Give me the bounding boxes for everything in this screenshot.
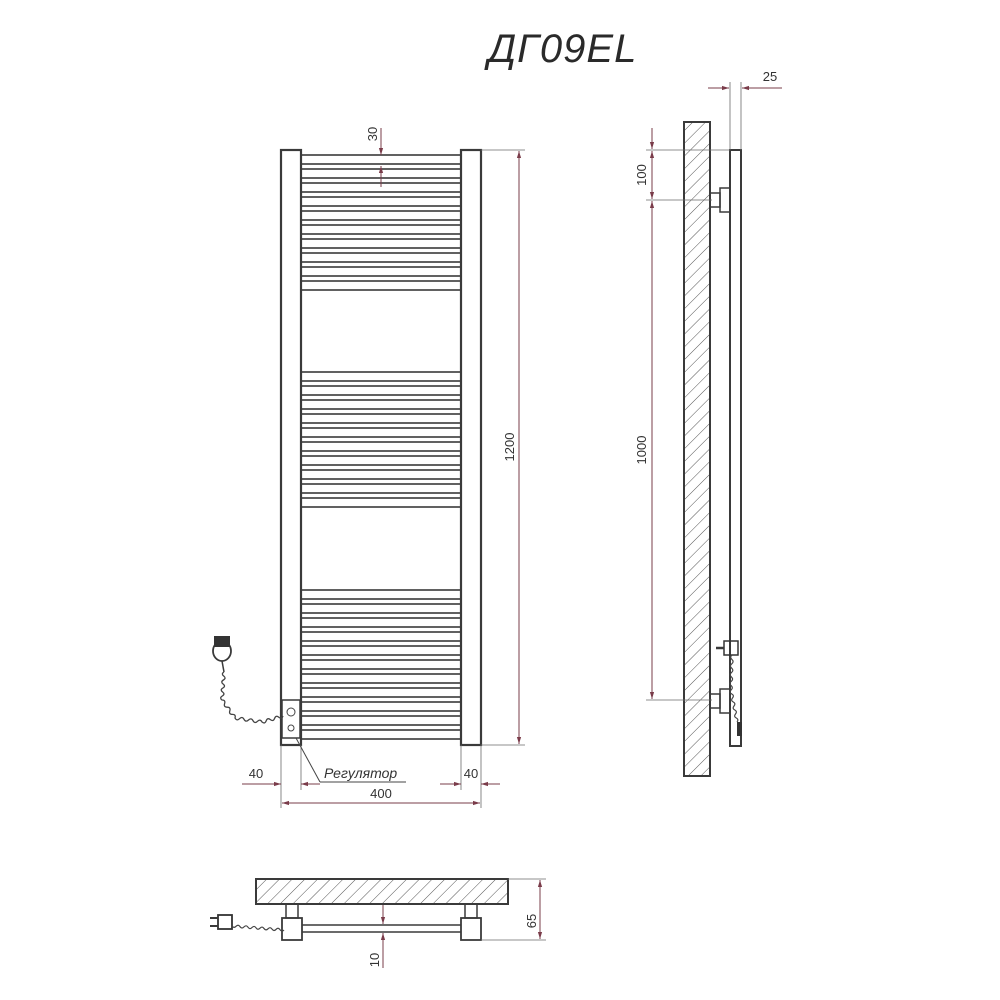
dim-right-offset-label: 40 [464, 766, 478, 781]
regulator-label: Регулятор [324, 765, 397, 781]
horizontal-bar [300, 589, 462, 600]
dim-height: 1200 [481, 149, 525, 746]
horizontal-bar [300, 687, 462, 698]
radiator-profile [729, 149, 742, 747]
horizontal-bar [300, 673, 462, 684]
horizontal-bar [300, 210, 462, 221]
horizontal-bar [300, 238, 462, 249]
front-view: 30 1200 40 40 400 [212, 127, 525, 808]
right-rail [459, 148, 483, 747]
dim-side-vertical: 100 1000 [634, 128, 730, 701]
regulator-callout: Регулятор [295, 737, 406, 783]
horizontal-bar [300, 154, 462, 165]
top-bracket [709, 187, 731, 213]
horizontal-bar [300, 399, 462, 410]
horizontal-bar [300, 196, 462, 207]
dim-top-depth-label: 65 [524, 914, 539, 928]
horizontal-bar [300, 659, 462, 670]
horizontal-bar [300, 603, 462, 614]
top-wall-section [255, 878, 509, 905]
wall-section [683, 121, 711, 777]
top-view: 65 10 [210, 878, 546, 968]
horizontal-bar [300, 469, 462, 480]
horizontal-bar [300, 252, 462, 263]
plug-icon [212, 636, 232, 673]
horizontal-bar [300, 631, 462, 642]
dim-clearance-label: 10 [367, 953, 382, 967]
dim-side-depth: 25 [708, 69, 782, 150]
dim-bar-spacing-label: 30 [365, 127, 380, 141]
horizontal-bar [300, 483, 462, 494]
coiled-cord [220, 671, 284, 724]
horizontal-bar [300, 617, 462, 628]
horizontal-bar [300, 729, 462, 740]
horizontal-bar [300, 266, 462, 277]
horizontal-bars [300, 154, 462, 740]
drawing-title: ДГ09EL [484, 27, 637, 71]
side-coiled-cord [729, 654, 739, 723]
dim-mount-spacing-label: 1000 [634, 436, 649, 465]
dim-height-label: 1200 [502, 433, 517, 462]
dim-top-offset-label: 100 [634, 164, 649, 186]
regulator-icon [281, 699, 301, 739]
left-rail [279, 148, 303, 747]
top-coiled-cord [231, 924, 285, 932]
top-plug-icon [210, 914, 233, 930]
horizontal-bar [300, 224, 462, 235]
horizontal-bar [300, 441, 462, 452]
side-plug-icon [716, 640, 742, 736]
horizontal-bar [300, 715, 462, 726]
horizontal-bar [300, 645, 462, 656]
top-left-bracket [281, 903, 303, 941]
dim-top-depth: 65 [481, 878, 546, 941]
horizontal-bar [300, 701, 462, 712]
horizontal-bar [300, 497, 462, 508]
dim-width-label: 400 [370, 786, 392, 801]
horizontal-bar [300, 385, 462, 396]
dim-bottom: 40 40 400 [242, 745, 500, 808]
horizontal-bar [300, 413, 462, 424]
horizontal-bar [300, 455, 462, 466]
side-view: 25 100 1000 [634, 69, 782, 777]
dim-side-depth-label: 25 [763, 69, 777, 84]
dim-bar-spacing: 30 [365, 127, 384, 187]
top-right-bracket [460, 903, 482, 941]
dim-left-offset-label: 40 [249, 766, 263, 781]
horizontal-bar [300, 371, 462, 382]
horizontal-bar [300, 280, 462, 291]
dim-clearance: 10 [367, 905, 386, 968]
horizontal-bar [300, 427, 462, 438]
bottom-bracket [709, 688, 731, 714]
